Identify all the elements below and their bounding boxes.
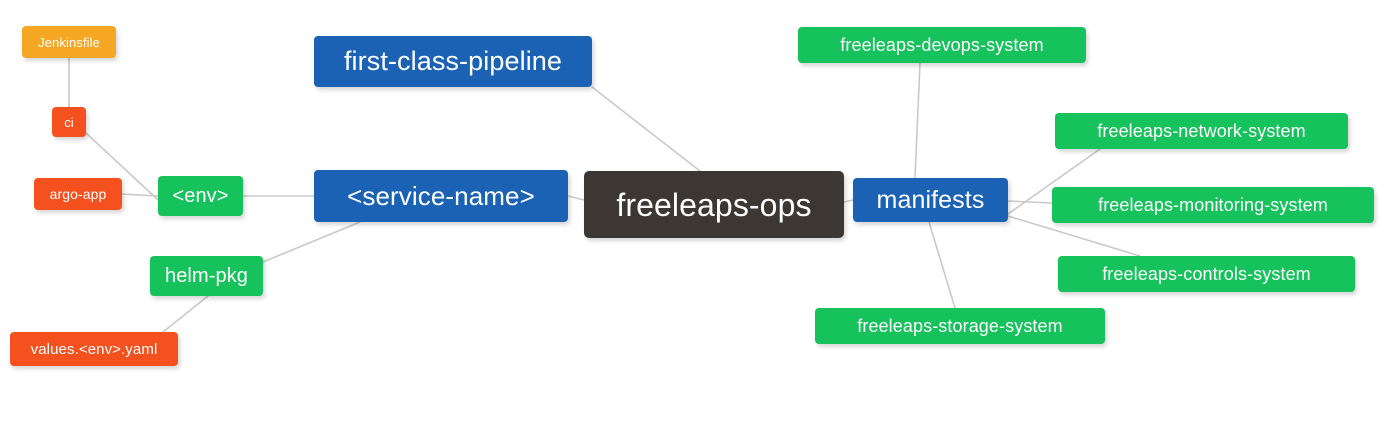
node-ci[interactable]: ci: [52, 107, 86, 137]
node-label: freeleaps-storage-system: [857, 316, 1063, 336]
node-devops-system[interactable]: freeleaps-devops-system: [798, 27, 1086, 63]
edge-first-class-pipeline-to-freeleaps-ops: [591, 86, 701, 172]
node-controls-system[interactable]: freeleaps-controls-system: [1058, 256, 1355, 292]
node-label: freeleaps-network-system: [1097, 121, 1306, 141]
node-label: ci: [64, 114, 74, 130]
edge-manifests-to-devops-system: [914, 62, 921, 179]
node-first-class-pipeline[interactable]: first-class-pipeline: [314, 36, 592, 87]
node-label: <env>: [172, 185, 229, 207]
node-label: freeleaps-controls-system: [1102, 264, 1311, 284]
node-label: helm-pkg: [164, 265, 249, 287]
node-env[interactable]: <env>: [158, 176, 243, 216]
edge-service-name-to-freeleaps-ops: [567, 195, 585, 201]
node-label: freeleaps-monitoring-system: [1098, 195, 1328, 215]
node-service-name[interactable]: <service-name>: [314, 170, 568, 222]
node-label: manifests: [876, 185, 985, 214]
node-freeleaps-ops[interactable]: freeleaps-ops: [584, 171, 844, 238]
node-manifests[interactable]: manifests: [853, 178, 1008, 222]
node-network-system[interactable]: freeleaps-network-system: [1055, 113, 1348, 149]
node-values-yaml[interactable]: values.<env>.yaml: [10, 332, 178, 366]
node-label: values.<env>.yaml: [30, 340, 158, 358]
edge-freeleaps-ops-to-manifests: [843, 199, 854, 203]
edge-values-yaml-to-helm-pkg: [162, 295, 209, 333]
node-label: freeleaps-devops-system: [840, 35, 1044, 55]
node-storage-system[interactable]: freeleaps-storage-system: [815, 308, 1105, 344]
node-jenkinsfile[interactable]: Jenkinsfile: [22, 26, 116, 58]
edge-helm-pkg-to-service-name: [262, 221, 361, 263]
node-label: freeleaps-ops: [616, 186, 812, 223]
node-monitoring-system[interactable]: freeleaps-monitoring-system: [1052, 187, 1374, 223]
node-label: argo-app: [49, 186, 107, 202]
node-helm-pkg[interactable]: helm-pkg: [150, 256, 263, 296]
node-label: first-class-pipeline: [343, 46, 563, 76]
node-argo-app[interactable]: argo-app: [34, 178, 122, 210]
edge-argo-app-to-env: [121, 193, 159, 197]
edge-manifests-to-monitoring-system: [1007, 200, 1053, 204]
edge-manifests-to-storage-system: [928, 221, 956, 309]
node-label: <service-name>: [347, 181, 535, 211]
node-label: Jenkinsfile: [38, 34, 100, 50]
